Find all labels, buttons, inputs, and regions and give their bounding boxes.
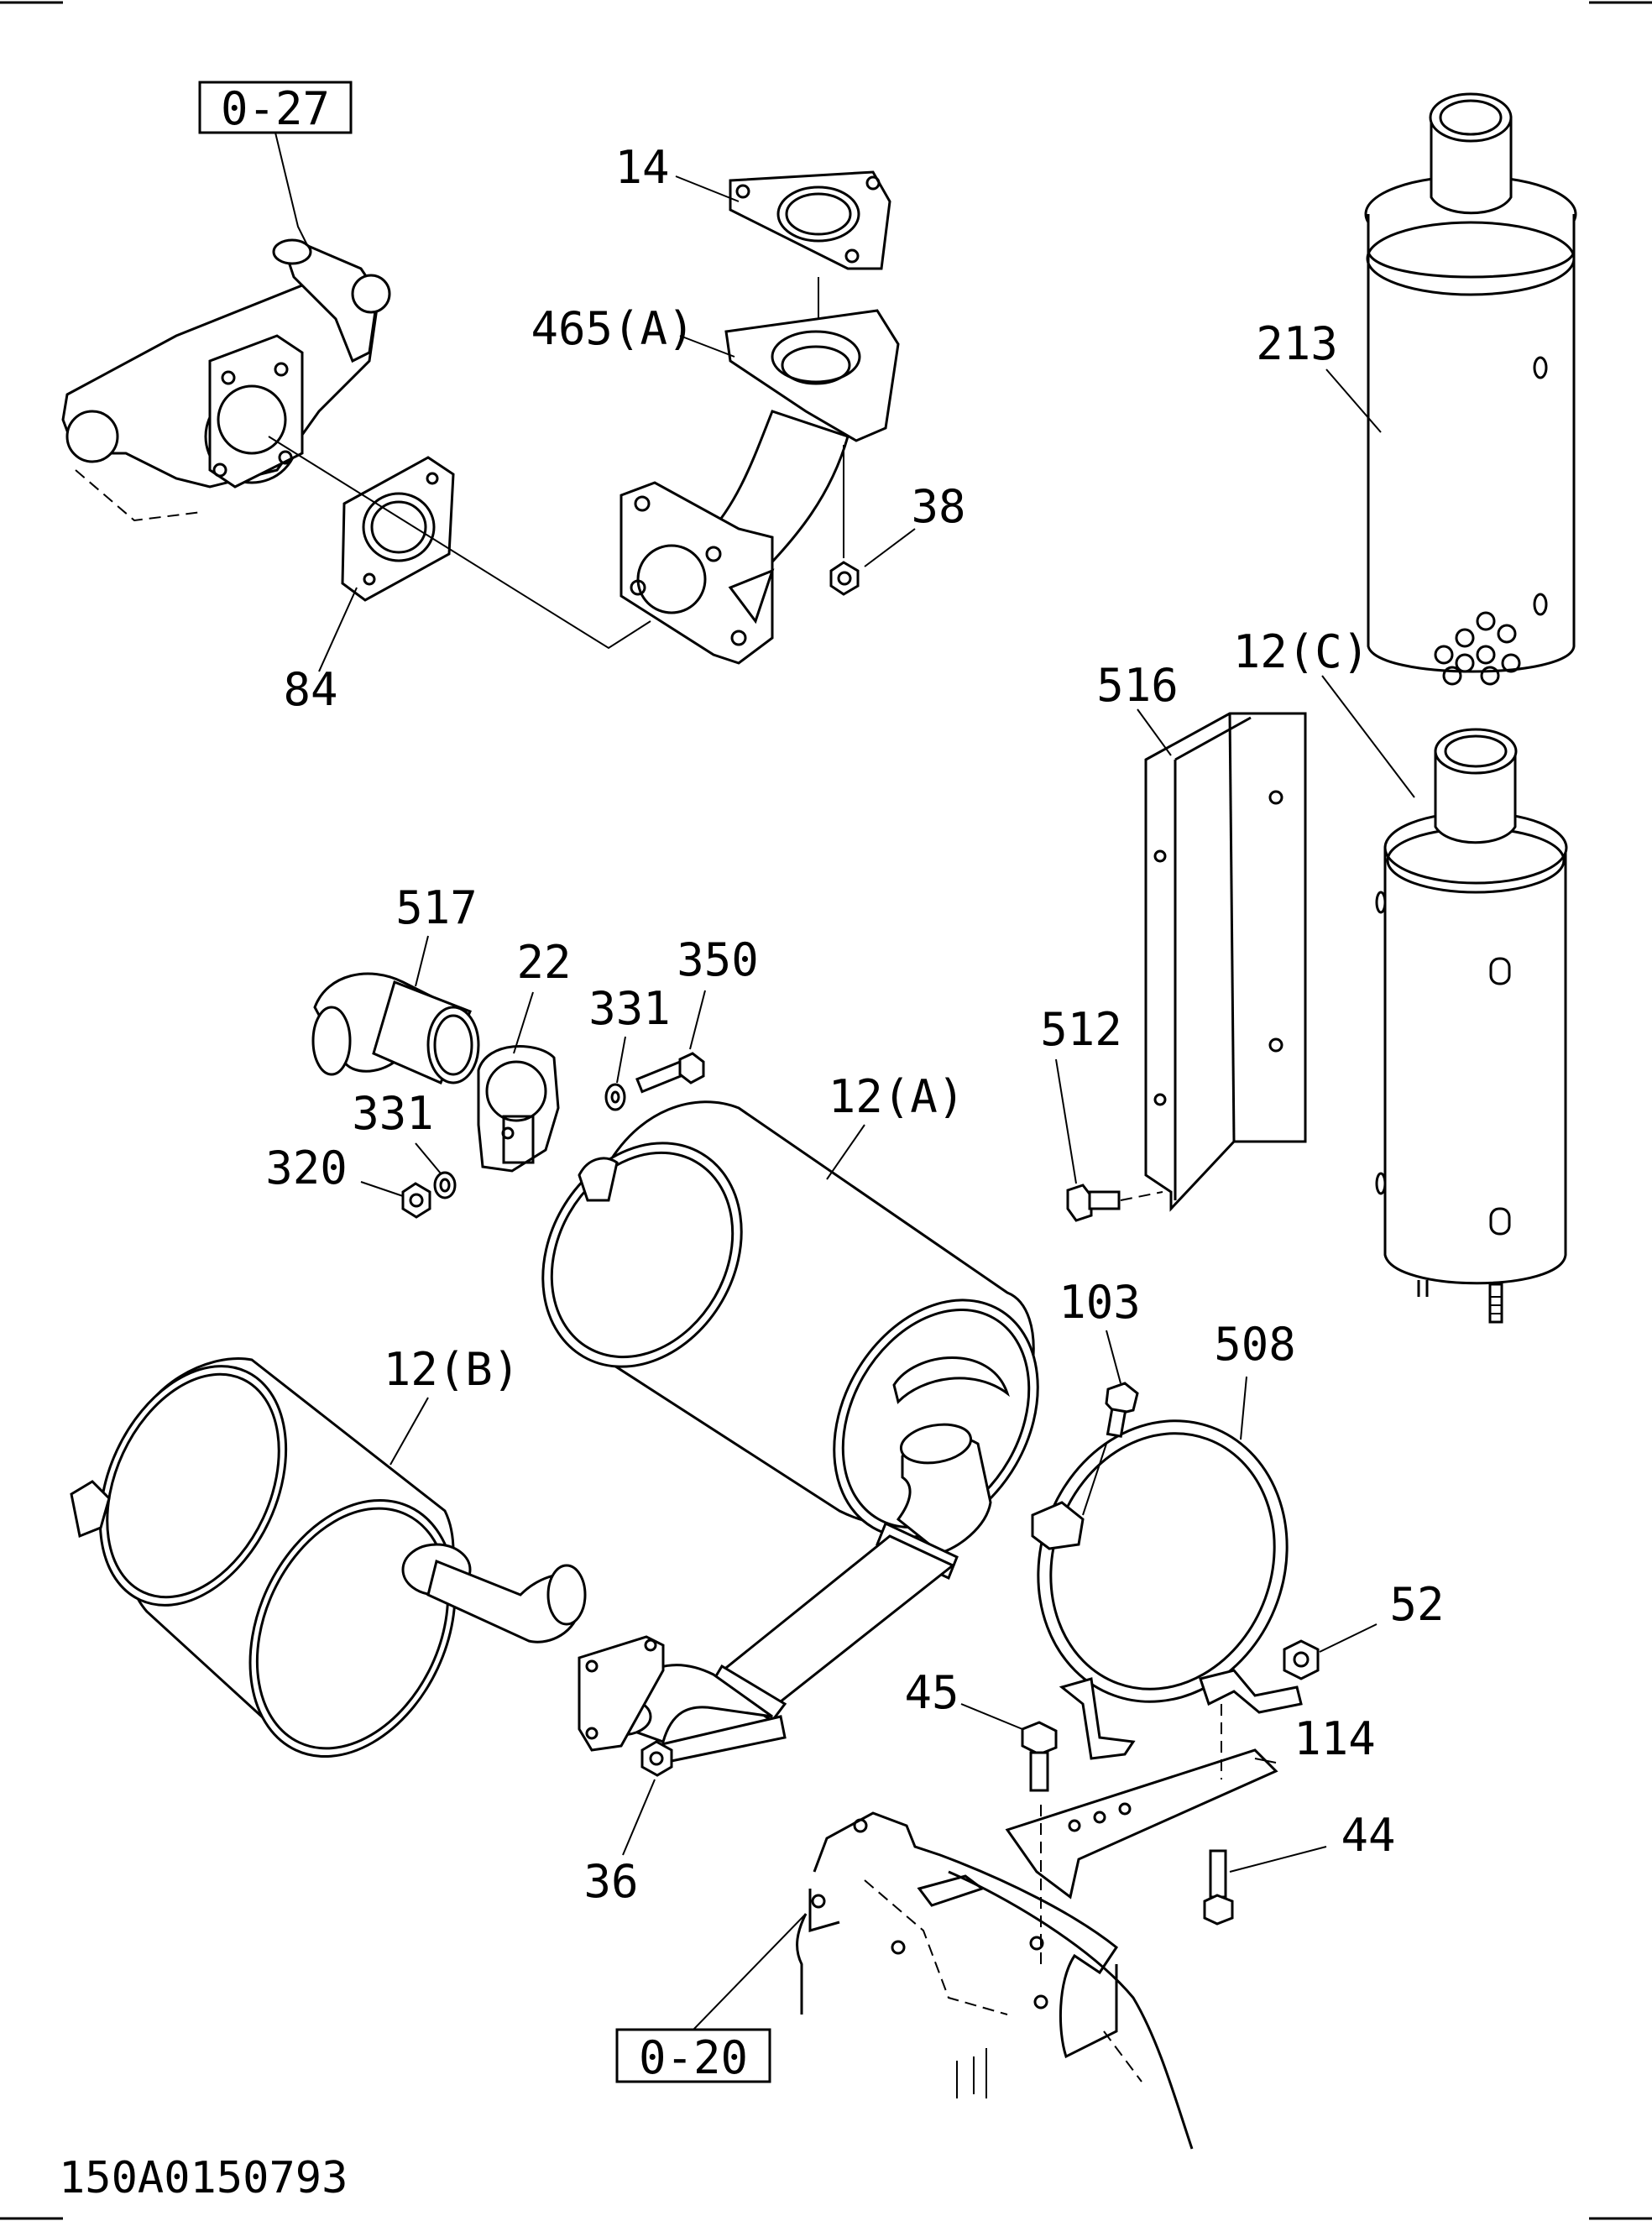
part-12c-muffler[interactable] bbox=[1375, 728, 1568, 1324]
part-38-nut[interactable] bbox=[829, 561, 860, 596]
callout-44: 44 bbox=[1341, 1809, 1395, 1862]
part-213-muffler[interactable] bbox=[1364, 92, 1577, 686]
part-52-nut[interactable] bbox=[1283, 1639, 1320, 1680]
part-36-nut[interactable] bbox=[640, 1740, 673, 1777]
ref-box-0-27[interactable]: 0-27 bbox=[198, 81, 353, 135]
part-508-band[interactable] bbox=[1000, 1386, 1326, 1760]
part-350-bolt[interactable] bbox=[635, 1052, 705, 1094]
part-331-washer-upper[interactable] bbox=[604, 1083, 626, 1111]
callout-22: 22 bbox=[516, 936, 571, 989]
callout-14: 14 bbox=[614, 141, 669, 194]
flywheel-housing bbox=[796, 1811, 1194, 2150]
callout-52: 52 bbox=[1389, 1578, 1444, 1631]
part-14-gasket[interactable] bbox=[729, 170, 891, 270]
document-id: 150A0150793 bbox=[59, 2153, 348, 2203]
part-12a-muffler[interactable] bbox=[504, 1100, 1080, 1764]
callout-517: 517 bbox=[395, 881, 478, 934]
part-84-gasket[interactable] bbox=[341, 456, 455, 602]
part-320-nut[interactable] bbox=[401, 1182, 431, 1219]
callout-516: 516 bbox=[1096, 659, 1179, 712]
callout-331-upper: 331 bbox=[588, 982, 671, 1035]
part-331-washer-lower[interactable] bbox=[433, 1171, 457, 1199]
callout-12b: 12(B) bbox=[384, 1343, 520, 1396]
callout-114: 114 bbox=[1294, 1712, 1376, 1765]
callout-213: 213 bbox=[1256, 317, 1338, 370]
callout-12a: 12(A) bbox=[829, 1070, 965, 1123]
part-22-clamp[interactable] bbox=[477, 1045, 560, 1173]
ref-label-0-20: 0-20 bbox=[639, 2031, 748, 2084]
part-516-bracket[interactable] bbox=[1144, 712, 1307, 1212]
callout-512: 512 bbox=[1040, 1003, 1122, 1056]
part-103-bolt[interactable] bbox=[1105, 1382, 1139, 1438]
ref-label-0-27: 0-27 bbox=[221, 82, 330, 135]
callout-12c: 12(C) bbox=[1233, 625, 1370, 678]
callout-36: 36 bbox=[583, 1855, 638, 1908]
ref-box-0-20[interactable]: 0-20 bbox=[615, 2028, 771, 2084]
part-517-elbow-pipe[interactable] bbox=[311, 972, 480, 1084]
part-44-bolt[interactable] bbox=[1203, 1849, 1234, 1926]
part-114-bracket[interactable] bbox=[1005, 1748, 1278, 1900]
callout-465a: 465(A) bbox=[531, 302, 694, 355]
callout-103: 103 bbox=[1059, 1276, 1141, 1329]
callout-38: 38 bbox=[911, 480, 965, 533]
part-12b-muffler[interactable] bbox=[64, 1336, 587, 1790]
part-512-bolt[interactable] bbox=[1066, 1184, 1121, 1222]
part-45-bolt[interactable] bbox=[1021, 1721, 1058, 1792]
callout-84: 84 bbox=[283, 663, 337, 716]
callout-350: 350 bbox=[677, 933, 759, 986]
part-465a-exhaust-pipe[interactable] bbox=[620, 309, 900, 665]
callout-45: 45 bbox=[904, 1666, 959, 1719]
callout-331-lower: 331 bbox=[352, 1087, 434, 1140]
callout-508: 508 bbox=[1214, 1318, 1296, 1371]
callout-320: 320 bbox=[265, 1142, 348, 1194]
exhaust-manifold bbox=[61, 238, 391, 522]
